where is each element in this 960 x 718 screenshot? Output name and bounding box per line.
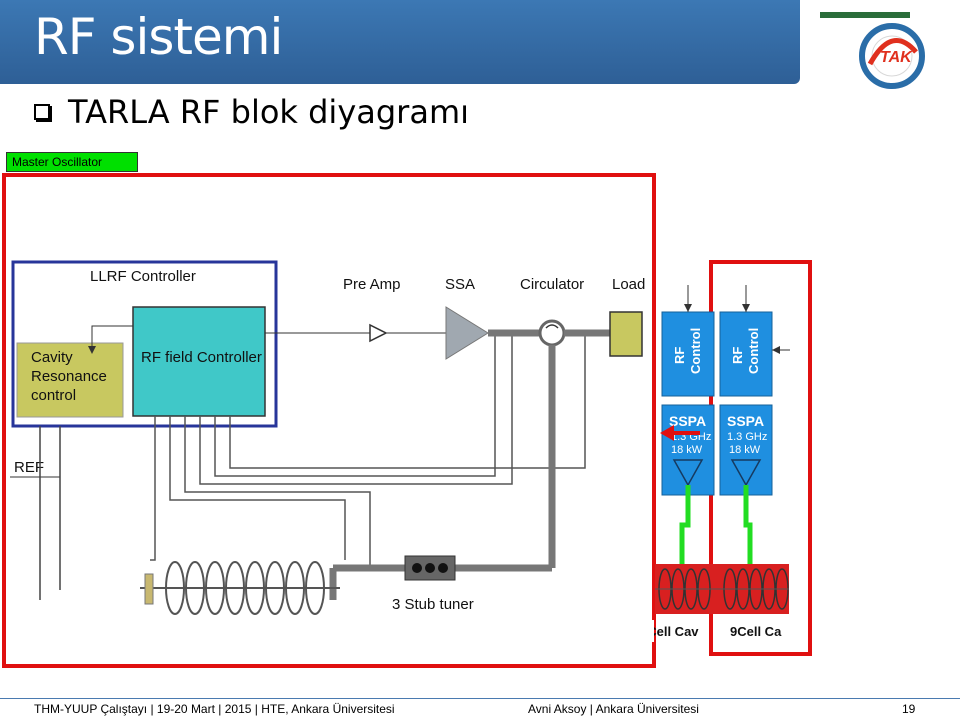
load-box bbox=[609, 311, 643, 357]
clip-mask bbox=[620, 620, 654, 642]
rf-control-1-line-2: Control bbox=[688, 328, 703, 374]
sspa-1-name: SSPA bbox=[669, 413, 706, 429]
cavity-coil bbox=[165, 561, 325, 615]
subtitle-row: TARLA RF blok diyagramı bbox=[34, 92, 469, 132]
llrf-frame bbox=[11, 260, 278, 428]
ssa-triangle-icon bbox=[445, 306, 489, 360]
footer-center: Avni Aksoy | Ankara Üniversitesi bbox=[528, 702, 699, 716]
subtitle: TARLA RF blok diyagramı bbox=[68, 93, 469, 131]
footer: THM-YUUP Çalıştayı | 19-20 Mart | 2015 |… bbox=[0, 698, 960, 718]
svg-text:TAK: TAK bbox=[880, 49, 913, 66]
sspa-2-power: 18 kW bbox=[729, 444, 761, 456]
footer-left: THM-YUUP Çalıştayı | 19-20 Mart | 2015 |… bbox=[34, 702, 395, 716]
load-label: Load bbox=[612, 276, 645, 293]
pre-amp-icon bbox=[369, 323, 388, 343]
sspa-1-power: 18 kW bbox=[671, 444, 703, 456]
rf-control-box-2 bbox=[719, 311, 773, 397]
rf-control-box-1 bbox=[661, 311, 715, 397]
checkbox-bullet-icon bbox=[34, 104, 50, 120]
page-number: 19 bbox=[902, 702, 916, 716]
cavity-resonance-box bbox=[16, 342, 124, 418]
cavity-resonance-line-3: control bbox=[31, 387, 76, 404]
stub-tuner-label: 3 Stub tuner bbox=[392, 596, 474, 613]
slide-title: RF sistemi bbox=[34, 8, 283, 66]
master-oscillator-label: Master Oscillator bbox=[6, 152, 138, 172]
ref-label: REF bbox=[14, 459, 44, 476]
green-wire-2 bbox=[743, 485, 753, 565]
field-controller-label: RF field Controller bbox=[141, 349, 262, 366]
left-red-frame bbox=[2, 173, 656, 668]
tak-logo: TAK bbox=[820, 12, 925, 89]
cavity-label-1: 9Cell Cav bbox=[640, 624, 699, 639]
sspa-box-2 bbox=[719, 404, 773, 496]
red-arrow-icon bbox=[660, 425, 674, 441]
rf-control-1-line-1: RF bbox=[672, 347, 687, 364]
circulator-label: Circulator bbox=[520, 276, 584, 293]
stub-dot-1 bbox=[412, 563, 422, 573]
sspa-box-1 bbox=[661, 404, 715, 496]
ssa-label: SSA bbox=[445, 276, 475, 293]
title-bar: RF sistemi bbox=[0, 0, 800, 84]
llrf-title: LLRF Controller bbox=[90, 268, 196, 285]
sspa-2-freq: 1.3 GHz bbox=[727, 431, 767, 443]
rf-control-2-line-2: Control bbox=[746, 328, 761, 374]
field-controller-box bbox=[132, 306, 266, 417]
stub-dot-3 bbox=[438, 563, 448, 573]
pre-amp-label: Pre Amp bbox=[343, 276, 401, 293]
green-wire-1 bbox=[679, 485, 691, 565]
cavity-resonance-line-1: Cavity bbox=[31, 349, 73, 366]
rf-control-2-line-1: RF bbox=[730, 347, 745, 364]
sspa-2-name: SSPA bbox=[727, 413, 764, 429]
cavity-label-2: 9Cell Ca bbox=[730, 624, 782, 639]
cavity-resonance-line-2: Resonance bbox=[31, 368, 107, 385]
stub-dot-2 bbox=[425, 563, 435, 573]
